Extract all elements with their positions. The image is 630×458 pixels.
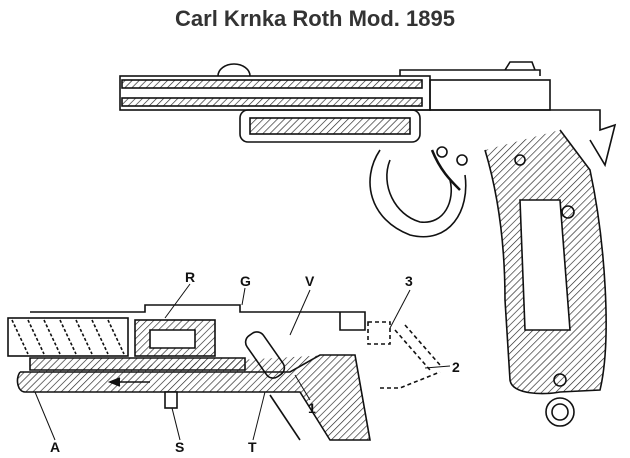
mechanism-section-view bbox=[7, 304, 441, 441]
callout-leaders bbox=[34, 283, 451, 441]
label-a: A bbox=[50, 439, 60, 455]
diagram-title: Carl Krnka Roth Mod. 1895 bbox=[175, 6, 455, 31]
label-s: S bbox=[175, 439, 184, 455]
label-3: 3 bbox=[405, 273, 413, 289]
label-v: V bbox=[305, 273, 315, 289]
pistol-side-view bbox=[119, 61, 617, 427]
label-t: T bbox=[248, 439, 257, 455]
label-g: G bbox=[240, 273, 251, 289]
label-1: 1 bbox=[308, 400, 316, 416]
label-r: R bbox=[185, 269, 195, 285]
label-2: 2 bbox=[452, 359, 460, 375]
